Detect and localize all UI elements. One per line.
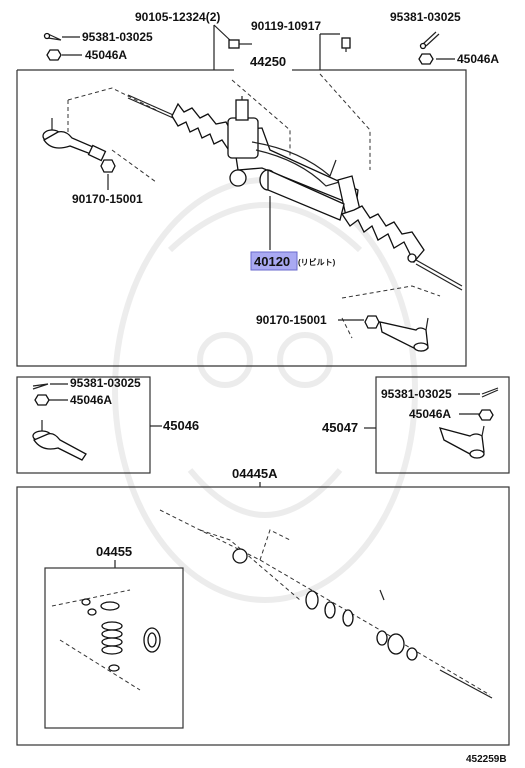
callout-04455[interactable]: 04455 xyxy=(96,544,132,559)
box-04445A xyxy=(16,486,510,746)
cotter-pin-icon xyxy=(32,383,49,390)
box-45046 xyxy=(16,376,151,474)
callout-44250[interactable]: 44250 xyxy=(250,54,286,69)
main-assembly-box xyxy=(16,69,467,367)
watermark-logo xyxy=(112,177,418,603)
callout-95381-mid-left[interactable]: 95381-03025 xyxy=(70,376,141,390)
callout-45046[interactable]: 45046 xyxy=(163,418,199,433)
tie-rod-end-45046 xyxy=(32,420,87,461)
callout-95381-top-left[interactable]: 95381-03025 xyxy=(82,30,153,44)
nut-icon xyxy=(418,53,434,65)
callout-95381-top-right[interactable]: 95381-03025 xyxy=(390,10,461,24)
callout-95381-mid-right[interactable]: 95381-03025 xyxy=(381,387,452,401)
part-40120-highlight xyxy=(250,251,298,271)
figure-id: 452259B xyxy=(466,754,507,765)
callout-04445A[interactable]: 04445A xyxy=(232,466,278,481)
tie-rod-end-left xyxy=(42,118,107,162)
callout-90105[interactable]: 90105-12324(2) xyxy=(135,10,220,24)
callout-45046A-mid-right[interactable]: 45046A xyxy=(409,407,451,421)
callout-45046A-top-right[interactable]: 45046A xyxy=(457,52,499,66)
cotter-pin-icon xyxy=(419,31,440,50)
nut-icon xyxy=(46,49,62,61)
cotter-pin-icon xyxy=(481,387,499,398)
bolt-icon xyxy=(341,37,351,52)
callout-90119[interactable]: 90119-10917 xyxy=(251,19,321,33)
tie-rod-end-45047 xyxy=(439,425,485,459)
nut-icon xyxy=(478,409,494,421)
cotter-pin-icon xyxy=(43,32,62,41)
callout-45046A-mid-left[interactable]: 45046A xyxy=(70,393,112,407)
seal-kit-04455 xyxy=(51,589,161,691)
steering-rack-kit-view xyxy=(159,509,493,699)
bolt-icon xyxy=(228,39,252,49)
tie-rod-end-right xyxy=(364,315,429,352)
callout-45046A-top-left[interactable]: 45046A xyxy=(85,48,127,62)
steering-rack-assembly xyxy=(127,94,463,291)
box-45047 xyxy=(375,376,510,474)
nut-icon xyxy=(100,159,116,173)
callout-40120-note: (リビルト) xyxy=(298,257,336,267)
nut-icon xyxy=(34,394,50,406)
callout-40120[interactable]: 40120 xyxy=(254,254,290,269)
callout-90170-left[interactable]: 90170-15001 xyxy=(72,192,143,206)
callout-90170-right[interactable]: 90170-15001 xyxy=(256,313,327,327)
box-04455 xyxy=(44,567,184,729)
callout-45047[interactable]: 45047 xyxy=(322,420,358,435)
